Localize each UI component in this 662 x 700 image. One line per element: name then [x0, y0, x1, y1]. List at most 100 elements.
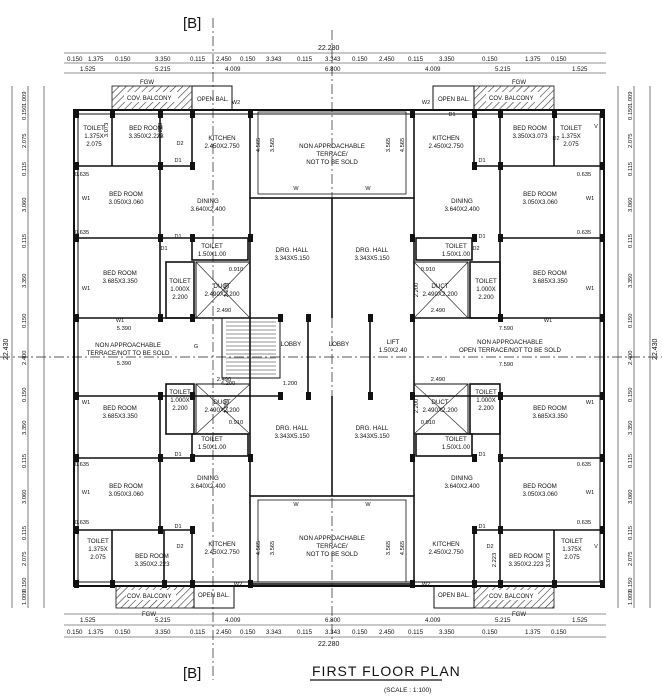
toilet-l2-dim2: 2.200: [172, 294, 188, 301]
column-3: [190, 110, 195, 118]
toilet-cl3-name: TOILET: [201, 436, 223, 443]
mark-28: W2: [422, 100, 430, 106]
column-56: [74, 580, 79, 588]
toilet-cr1-dim: 1.50X1.00: [442, 251, 471, 258]
left-dim-2: 2.075: [22, 133, 28, 148]
left-dim-0: 1.009: [22, 91, 28, 106]
bed-l1-name: BED ROOM: [109, 191, 143, 198]
dining-bl-dim: 3.640X2.400: [190, 483, 226, 490]
left-dim-14: 2.075: [22, 551, 28, 566]
overall-height-left: 22.430: [3, 338, 10, 360]
bed-l3-name: BED ROOM: [103, 405, 137, 412]
mark-15: W: [293, 186, 299, 192]
interior-dim-2: 7.590: [499, 326, 514, 332]
open-balcony-tr-box: [432, 85, 475, 111]
interior-vdim-10: 2.223: [492, 553, 498, 568]
terrace-right-l2: OPEN TERRACE/NOT TO BE SOLD: [459, 347, 562, 354]
lift-name: LIFT: [387, 339, 400, 346]
interior-walls: [74, 109, 604, 586]
mark-9: D1: [174, 452, 181, 458]
bottom-dim-2-3: 6.800: [325, 617, 341, 624]
toilet-bl-name: TOILET: [87, 538, 109, 545]
drg-bl-dim: 3.343X5.150: [274, 433, 310, 440]
interior-vdim-9: 2.223: [158, 123, 164, 138]
bed-l1-dim: 3.050X3.060: [108, 199, 144, 206]
right-dim-9: 0.150: [628, 387, 634, 402]
open-balcony-br-box: [433, 585, 475, 609]
column-28: [306, 314, 311, 322]
mark-4: D1: [448, 112, 455, 118]
drg-tl-dim: 3.343X5.150: [274, 255, 310, 262]
offset-dim-5: 0.635: [75, 520, 90, 526]
interior-vdim-6: 3.565: [386, 541, 392, 556]
column-15: [600, 162, 605, 170]
mark-2: D1: [160, 246, 167, 252]
interior-vdim-12: 2.200: [224, 283, 230, 298]
mark-24: W1: [586, 286, 594, 292]
bed-l3-dim: 3.685X3.350: [102, 413, 138, 420]
kitchen-br-name: KITCHEN: [432, 541, 459, 548]
column-17: [158, 234, 163, 242]
toilet-cr1-name: TOILET: [445, 243, 467, 250]
cov-balcony-tr: COV. BALCONY: [489, 96, 533, 102]
terrace-top-l3: NOT TO BE SOLD: [306, 159, 358, 166]
column-49: [472, 454, 477, 462]
left-dim-10: 3.350: [22, 420, 28, 435]
mark-27: W2: [232, 100, 240, 106]
mark-22: W1: [82, 490, 90, 496]
bottom-dim-1-0: 0.150: [67, 629, 83, 636]
mark-25: W1: [586, 400, 594, 406]
toilet-r2-dim2: 2.200: [478, 294, 494, 301]
open-balcony-tl: OPEN BAL.: [197, 97, 229, 103]
top-dim-2-5: 5.215: [495, 66, 511, 73]
left-dim-8: 2.400: [22, 350, 28, 365]
right-dim-14: 2.075: [628, 551, 634, 566]
toilet-l3-dim2: 2.200: [172, 405, 188, 412]
dining-tl-name: DINING: [197, 198, 219, 205]
offset-dim-4: 0.635: [75, 462, 90, 468]
bed-r2-dim: 3.685X3.350: [532, 278, 568, 285]
left-dim-13: 0.115: [22, 526, 28, 540]
open-balcony-br: OPEN BAL.: [438, 593, 470, 599]
top-dim-1-0: 0.150: [67, 56, 83, 63]
top-dim-1-9: 3.343: [325, 56, 341, 63]
terrace-bottom-l2: TERRACE/: [316, 543, 348, 550]
column-53: [472, 526, 477, 534]
toilet-tl-dim1: 1.375X: [84, 133, 104, 140]
left-dim-16: 1.009: [22, 590, 28, 605]
section-marker-top: [B]: [183, 15, 201, 32]
toilet-br-name: TOILET: [561, 538, 583, 545]
column-55: [600, 526, 605, 534]
column-11: [158, 162, 163, 170]
toilet-cr3-dim: 1.50X1.00: [442, 444, 471, 451]
terrace-right-l1: NON APPROACHABLE: [477, 339, 543, 346]
column-14: [498, 162, 503, 170]
offset-dim-7: 0.635: [577, 520, 592, 526]
bed-r3-name: BED ROOM: [533, 405, 567, 412]
cov-balcony-tr-label-bg: [486, 92, 540, 102]
kitchen-bl-name: KITCHEN: [208, 541, 235, 548]
column-54: [498, 526, 503, 534]
interior-vdim-8: 3.073: [104, 123, 110, 138]
mark-14: D2: [486, 544, 493, 550]
toilet-br-dim1: 1.375X: [562, 546, 582, 553]
mark-8: D2: [472, 246, 479, 252]
toilet-r3-dim2: 2.200: [478, 405, 494, 412]
right-dim-12: 3.060: [628, 489, 634, 504]
overall-width-top: 22.280: [318, 45, 340, 52]
right-dim-4: 3.060: [628, 197, 634, 212]
kitchen-tr-name: KITCHEN: [432, 135, 459, 142]
terrace-left-l2: TERRACE/NOT TO BE SOLD: [87, 350, 170, 357]
column-65: [600, 580, 605, 588]
column-9: [600, 110, 605, 118]
cov-balcony-bl-label-bg: [126, 590, 176, 600]
duct-tr-name: DUCT: [431, 283, 448, 290]
interior-vdim-13: 2.200: [414, 283, 420, 298]
bottom-dim-2-4: 4.009: [425, 617, 441, 624]
dining-br-dim: 3.640X2.400: [444, 483, 480, 490]
bottom-dim-1-10: 0.150: [352, 629, 368, 636]
kitchen-tr-dim: 2.450X2.750: [428, 143, 464, 150]
column-23: [472, 234, 477, 242]
column-24: [74, 314, 79, 322]
